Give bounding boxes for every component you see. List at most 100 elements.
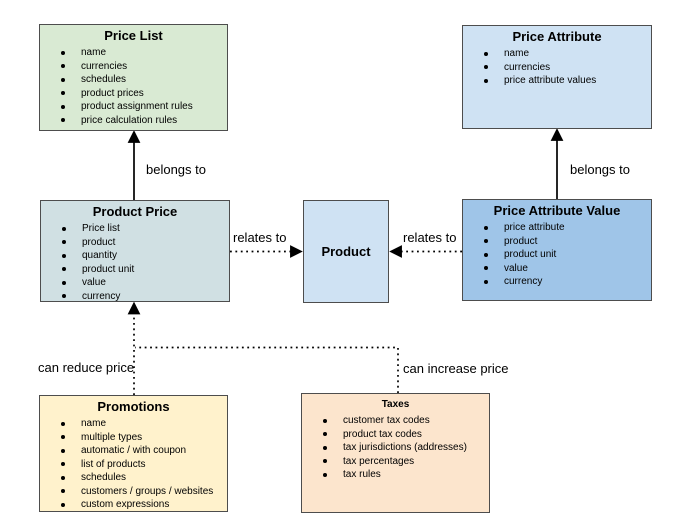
connector-taxes-to-product-price xyxy=(135,346,399,393)
list-item: value xyxy=(484,262,651,276)
bullet-icon xyxy=(62,280,66,285)
bullet-icon xyxy=(323,459,327,464)
bullet-icon xyxy=(484,279,488,284)
list-item: product assignment rules xyxy=(61,100,227,114)
bullet-icon xyxy=(484,65,488,70)
box-title-price-list: Price List xyxy=(104,28,163,43)
item-text: name xyxy=(504,48,530,59)
item-text: value xyxy=(82,277,106,288)
list-item: currencies xyxy=(61,60,227,74)
item-text: name xyxy=(81,418,107,429)
edge-label-relates-to-left: relates to xyxy=(233,230,287,245)
bullet-icon xyxy=(61,421,65,426)
list-item: product tax codes xyxy=(323,428,489,442)
list-item: product xyxy=(484,235,651,249)
list-item: value xyxy=(62,276,229,290)
bullet-icon xyxy=(323,418,327,423)
list-item: Price list xyxy=(62,222,229,236)
item-text: automatic / with coupon xyxy=(81,445,187,456)
list-item: custom expressions xyxy=(61,498,227,511)
edge-label-can-increase-price: can increase price xyxy=(403,361,509,376)
list-item: tax percentages xyxy=(323,455,489,469)
entity-box-product: Product xyxy=(303,200,389,303)
bullet-icon xyxy=(484,78,488,83)
bullet-icon xyxy=(62,240,66,245)
bullet-icon xyxy=(61,502,65,507)
box-title-promotions: Promotions xyxy=(97,399,170,414)
list-item: product prices xyxy=(61,87,227,101)
bullet-icon xyxy=(61,91,65,96)
list-item: price attribute values xyxy=(484,74,651,88)
item-text: list of products xyxy=(81,458,146,470)
list-item: product xyxy=(62,236,229,250)
box-title-product-price: Product Price xyxy=(92,204,178,219)
list-item: schedules xyxy=(61,471,227,485)
list-item: tax rules xyxy=(323,468,489,482)
list-item: product unit xyxy=(484,248,651,262)
edge-label-belongs-to-right: belongs to xyxy=(570,162,630,177)
list-item: multiple types xyxy=(61,431,227,445)
list-item: name xyxy=(61,46,227,60)
bullet-icon xyxy=(323,432,327,437)
bullet-icon xyxy=(61,118,65,123)
item-text: product unit xyxy=(504,249,557,260)
item-text: product prices xyxy=(81,87,144,99)
edge-label-belongs-to-left: belongs to xyxy=(146,162,206,177)
item-text: product xyxy=(82,236,116,248)
bullet-icon xyxy=(323,472,327,477)
item-text: price calculation rules xyxy=(81,114,178,126)
item-text: product unit xyxy=(82,263,135,275)
item-text: price attribute xyxy=(504,222,565,233)
bullet-icon xyxy=(484,51,488,56)
box-title-product: Product xyxy=(321,243,371,259)
bullet-icon xyxy=(61,77,65,82)
bullet-icon xyxy=(62,267,66,272)
bullet-icon xyxy=(61,435,65,440)
item-text: tax percentages xyxy=(343,455,415,467)
item-text: tax jurisdictions (addresses) xyxy=(343,442,467,453)
bullet-icon xyxy=(62,294,66,299)
bullet-icon xyxy=(62,253,66,258)
item-text: schedules xyxy=(81,472,127,483)
bullet-icon xyxy=(61,462,65,467)
box-title-taxes: Taxes xyxy=(381,399,410,410)
bullet-icon xyxy=(62,226,66,231)
list-item: quantity xyxy=(62,249,229,263)
item-text: currency xyxy=(82,290,121,302)
item-text: Price list xyxy=(82,223,120,234)
item-text: schedules xyxy=(81,74,127,85)
bullet-icon xyxy=(484,239,488,244)
bullet-icon xyxy=(484,252,488,257)
bullet-icon xyxy=(61,448,65,453)
item-text: currencies xyxy=(504,61,551,73)
item-text: customer tax codes xyxy=(343,415,430,426)
list-item: tax jurisdictions (addresses) xyxy=(323,441,489,455)
item-text: value xyxy=(504,262,528,274)
list-item: customer tax codes xyxy=(323,414,489,428)
list-item: automatic / with coupon xyxy=(61,444,227,458)
list-item: list of products xyxy=(61,458,227,472)
list-item: currency xyxy=(62,290,229,302)
list-item: schedules xyxy=(61,73,227,87)
list-item: price attribute xyxy=(484,221,651,235)
bullet-icon xyxy=(61,64,65,69)
item-text: product assignment rules xyxy=(81,101,193,112)
box-title-price-attribute: Price Attribute xyxy=(512,29,602,44)
bullet-icon xyxy=(61,475,65,480)
bullet-icon xyxy=(484,266,488,271)
list-item: name xyxy=(61,417,227,431)
bullet-icon xyxy=(61,489,65,494)
bullet-icon xyxy=(484,225,488,230)
edge-label-can-reduce-price: can reduce price xyxy=(38,360,135,375)
item-text: name xyxy=(81,47,107,58)
bullet-icon xyxy=(61,50,65,55)
edge-label-relates-to-right: relates to xyxy=(403,230,457,245)
